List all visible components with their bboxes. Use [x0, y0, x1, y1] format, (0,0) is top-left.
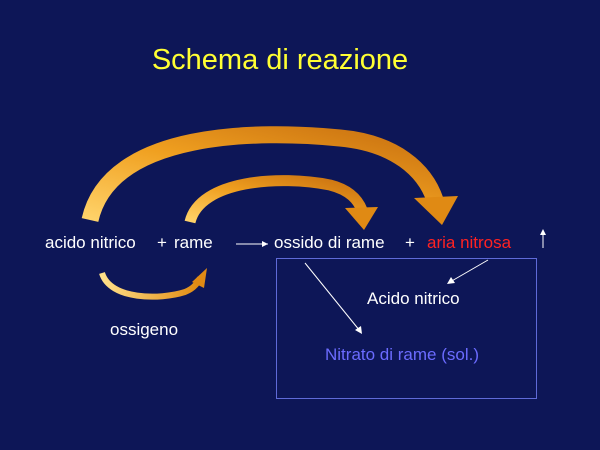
byproduct-oxygen: ossigeno: [110, 320, 179, 339]
product-gas: aria nitrosa: [427, 233, 512, 252]
reactant-acid: acido nitrico: [45, 233, 136, 252]
reactant-plus: +: [157, 233, 167, 252]
products-box: [276, 258, 537, 399]
reactant-metal: rame: [174, 233, 213, 252]
reaction-arrow: [236, 241, 268, 247]
box-acid-label: Acido nitrico: [367, 289, 460, 308]
product-oxide: ossido di rame: [274, 233, 385, 252]
box-nitrate-label: Nitrato di rame (sol.): [325, 345, 479, 364]
slide-title: Schema di reazione: [151, 44, 409, 76]
medium-curved-arrow: [184, 175, 378, 230]
to-nitrate-arrow: [304, 262, 362, 334]
big-curved-arrow: [81, 126, 458, 225]
gas-up-arrow: [540, 229, 546, 248]
to-acid-arrow: [447, 259, 489, 284]
product-plus: +: [405, 233, 415, 252]
small-lower-arrow: [99, 268, 207, 300]
